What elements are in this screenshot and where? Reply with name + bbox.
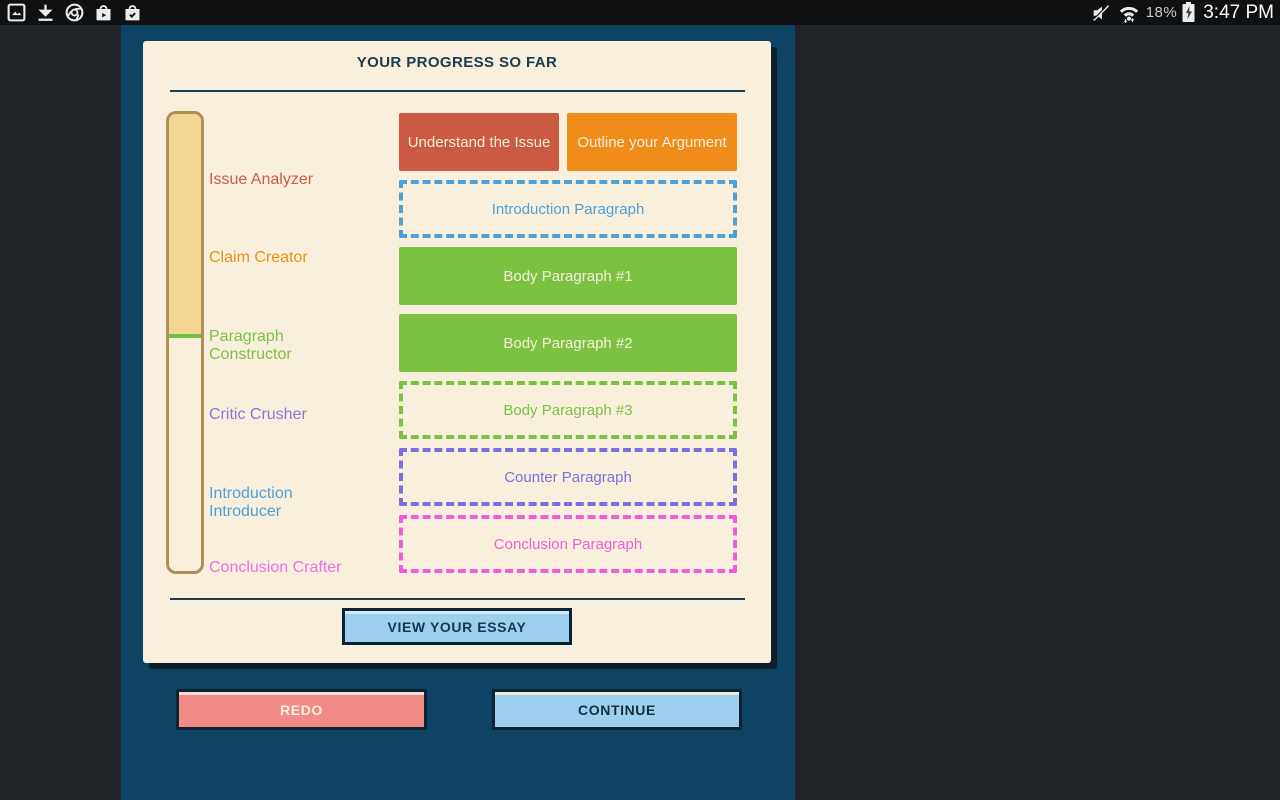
progress-block-counter-paragraph: Counter Paragraph [399,448,737,506]
stage-label-paragraph-constructor: Paragraph Constructor [209,328,292,363]
progress-block-body-paragraph-3: Body Paragraph #3 [399,381,737,439]
download-icon [35,2,56,23]
system-status-icons: 18% 3:47 PM [1090,0,1274,25]
progress-block-body-paragraph-1: Body Paragraph #1 [399,247,737,305]
progress-block-body-paragraph-2: Body Paragraph #2 [399,314,737,372]
clock: 3:47 PM [1203,1,1274,23]
volume-muted-icon [1090,2,1112,24]
progress-block-conclusion-paragraph: Conclusion Paragraph [399,515,737,573]
progress-panel: YOUR PROGRESS SO FAR Issue Analyzer Clai… [143,41,771,663]
progress-block-understand-issue: Understand the Issue [399,113,559,171]
page-title: YOUR PROGRESS SO FAR [356,54,558,71]
progress-tube [166,111,204,574]
progress-block-introduction-paragraph: Introduction Paragraph [399,180,737,238]
play-store-icon [93,2,114,23]
progress-tube-fill [169,114,201,338]
stage-label-introduction-introducer: Introduction Introducer [209,485,293,520]
wifi-icon [1117,2,1141,24]
bag-check-icon [122,2,143,23]
divider-top [170,90,745,92]
continue-button[interactable]: CONTINUE [492,689,742,730]
stage-label-issue-analyzer: Issue Analyzer [209,171,314,188]
stage-label-claim-creator: Claim Creator [209,249,308,266]
redo-button[interactable]: REDO [176,689,427,730]
notification-icons [6,0,143,25]
progress-blocks: Understand the Issue Outline your Argume… [399,113,737,573]
progress-block-row: Understand the Issue Outline your Argume… [399,113,737,171]
screenshot-icon [6,2,27,23]
stage-label-critic-crusher: Critic Crusher [209,406,307,423]
progress-block-outline-argument: Outline your Argument [567,113,737,171]
chrome-icon [64,2,85,23]
view-essay-button[interactable]: VIEW YOUR ESSAY [342,608,572,645]
battery-charging-icon [1182,2,1195,23]
battery-percent: 18% [1145,4,1178,21]
stage-label-conclusion-crafter: Conclusion Crafter [209,559,342,576]
divider-bottom [170,598,745,600]
status-bar[interactable]: 18% 3:47 PM [0,0,1280,25]
